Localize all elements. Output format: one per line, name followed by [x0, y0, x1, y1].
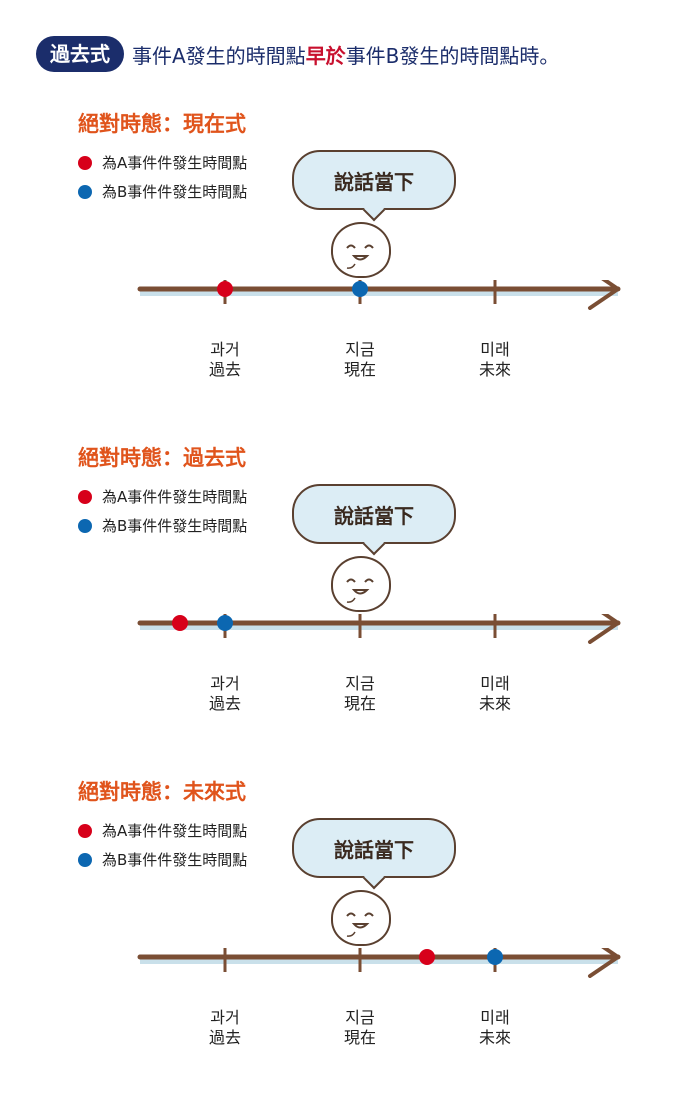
tick-zh-now: 現在 [343, 1028, 376, 1047]
section-title: 絕對時態：未來式 [78, 780, 246, 804]
tick-ko-future: 미래 [480, 674, 510, 693]
legend-item-b: 為B事件件發生時間點 [78, 511, 247, 540]
tick-ko-future: 미래 [480, 1008, 510, 1027]
header: 過去式 事件A發生的時間點早於事件B發生的時間點時。 [36, 34, 559, 74]
smiley-face-icon [331, 222, 391, 278]
red-dot-icon [78, 155, 92, 170]
header-text: 事件A發生的時間點早於事件B發生的時間點時。 [132, 40, 559, 69]
speech-bubble: 說話當下 [292, 150, 456, 210]
tick-zh-past: 過去 [208, 1028, 241, 1047]
tick-zh-past: 過去 [208, 694, 241, 713]
tick-zh-future: 未來 [478, 1028, 511, 1047]
tick-ko-past: 과거 [210, 340, 240, 359]
tick-ko-past: 과거 [210, 1008, 240, 1027]
legend-label-a: 為A事件件發生時間點 [102, 154, 248, 172]
section-title: 絕對時態：現在式 [78, 112, 246, 136]
timeline-axis [137, 280, 621, 310]
tick-zh-now: 現在 [343, 694, 376, 713]
header-highlight: 早於 [305, 43, 346, 68]
legend-label-b: 為B事件件發生時間點 [102, 851, 248, 869]
tense-badge: 過去式 [36, 36, 124, 72]
blue-dot-icon [78, 852, 92, 867]
legend-label-a: 為A事件件發生時間點 [102, 822, 248, 840]
event-b-point [352, 281, 368, 297]
legend-label-b: 為B事件件發生時間點 [102, 183, 248, 201]
tick-ko-now: 지금 [345, 1008, 375, 1027]
event-a-point [172, 615, 188, 631]
tick-ko-future: 미래 [480, 340, 510, 359]
event-b-point [487, 949, 503, 965]
smiley-face-icon [331, 890, 391, 946]
header-text-before: 事件A發生的時間點 [132, 43, 306, 68]
speech-bubble-text: 說話當下 [334, 837, 414, 862]
section-title: 絕對時態：過去式 [78, 446, 246, 470]
legend-item-a: 為A事件件發生時間點 [78, 816, 247, 845]
tick-ko-now: 지금 [345, 674, 375, 693]
blue-dot-icon [78, 518, 92, 533]
timeline-axis [137, 948, 621, 978]
red-dot-icon [78, 823, 92, 838]
speech-bubble: 說話當下 [292, 818, 456, 878]
legend-item-a: 為A事件件發生時間點 [78, 482, 247, 511]
tick-zh-future: 未來 [478, 360, 511, 379]
tick-zh-past: 過去 [208, 360, 241, 379]
event-b-point [217, 615, 233, 631]
event-a-point [419, 949, 435, 965]
legend: 為A事件件發生時間點 為B事件件發生時間點 [78, 148, 247, 206]
speech-bubble-text: 說話當下 [334, 169, 414, 194]
legend: 為A事件件發生時間點 為B事件件發生時間點 [78, 816, 247, 874]
smiley-face-icon [331, 556, 391, 612]
tick-ko-now: 지금 [345, 340, 375, 359]
legend-label-b: 為B事件件發生時間點 [102, 517, 248, 535]
blue-dot-icon [78, 184, 92, 199]
tick-zh-future: 未來 [478, 694, 511, 713]
legend-item-a: 為A事件件發生時間點 [78, 148, 247, 177]
legend-item-b: 為B事件件發生時間點 [78, 845, 247, 874]
tick-ko-past: 과거 [210, 674, 240, 693]
event-a-point [217, 281, 233, 297]
legend: 為A事件件發生時間點 為B事件件發生時間點 [78, 482, 247, 540]
legend-item-b: 為B事件件發生時間點 [78, 177, 247, 206]
legend-label-a: 為A事件件發生時間點 [102, 488, 248, 506]
timeline-axis [137, 614, 621, 644]
header-text-after: 事件B發生的時間點時。 [345, 43, 560, 68]
speech-bubble-text: 說話當下 [334, 503, 414, 528]
red-dot-icon [78, 489, 92, 504]
tick-zh-now: 現在 [343, 360, 376, 379]
speech-bubble: 說話當下 [292, 484, 456, 544]
